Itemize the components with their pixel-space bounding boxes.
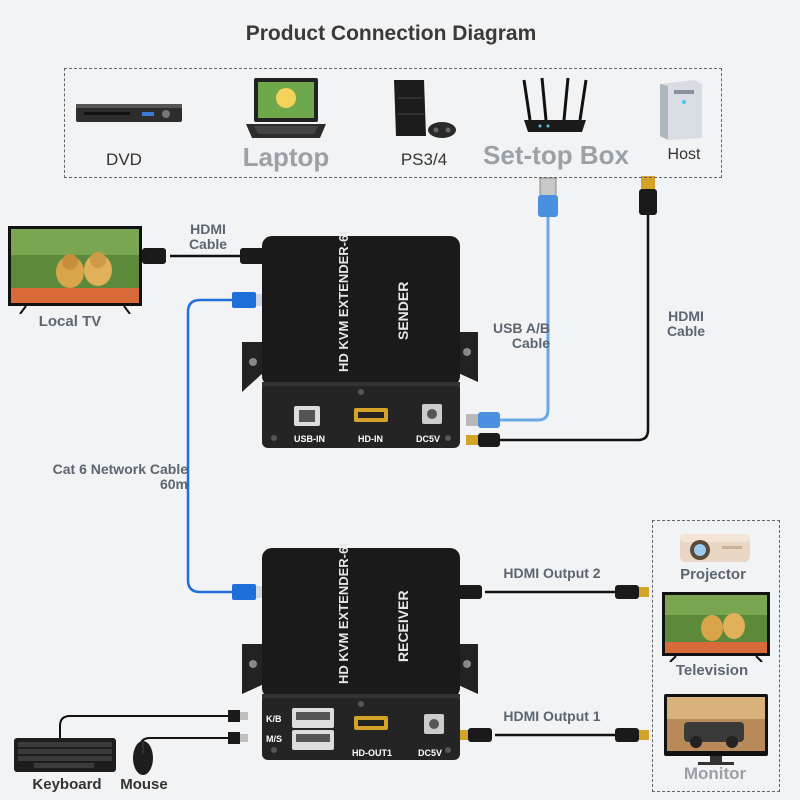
output-label-projector: Projector	[680, 566, 746, 583]
sender-unit: HD KVM EXTENDER-60M SENDER USB-IN HD-IN …	[242, 232, 478, 448]
peripheral-label-keyboard: Keyboard	[32, 776, 102, 793]
local-tv-label: Local TV	[38, 313, 102, 330]
keyboard-cable	[59, 715, 235, 740]
sender-port-hd-in: HD-IN	[358, 434, 383, 444]
router-icon	[522, 77, 588, 132]
hdmi-output1-label: HDMI Output 1	[503, 708, 601, 724]
receiver-unit: HD KVM EXTENDER-60M RECEIVER K/B M/S HD-…	[242, 544, 478, 760]
receiver-port-hd-out1: HD-OUT1	[352, 748, 392, 758]
cat6-cable	[186, 298, 240, 594]
hdmi-output2-label: HDMI Output 2	[503, 565, 601, 581]
usb-ab-cable-label: USB A/B Cable	[492, 320, 550, 351]
mouse-cable	[139, 737, 235, 749]
monitor-icon	[664, 694, 768, 765]
rj45-plug-bottom-icon	[232, 584, 266, 600]
hdmi-plug-sender-icon	[466, 433, 500, 447]
sender-port-usb-in: USB-IN	[294, 434, 325, 444]
receiver-port-ms: M/S	[266, 734, 282, 744]
source-label-host: Host	[667, 146, 701, 163]
usb-plug-kb-icon	[228, 710, 248, 722]
hdmi-plug-host-icon	[639, 176, 657, 215]
tv-icon	[8, 226, 142, 314]
sender-model-text: HD KVM EXTENDER-60M	[336, 232, 351, 372]
output-label-monitor: Monitor	[683, 764, 747, 783]
mouse-icon	[133, 741, 153, 775]
source-label-laptop: Laptop	[242, 142, 330, 172]
game-console-icon	[394, 80, 456, 138]
laptop-icon	[246, 78, 326, 138]
source-label-dvd: DVD	[106, 150, 142, 169]
source-label-ps: PS3/4	[400, 150, 448, 169]
desktop-tower-icon	[660, 80, 702, 140]
receiver-model-text: HD KVM EXTENDER-60M	[336, 544, 351, 684]
sender-role-text: SENDER	[395, 282, 411, 340]
rj45-plug-top-icon	[232, 292, 266, 308]
hdmi-host-cable	[495, 210, 650, 442]
usb-cable	[495, 215, 550, 422]
dvd-player-icon	[76, 104, 182, 122]
cat6-cable-label: Cat 6 Network Cable 60m	[52, 461, 188, 492]
output-devices-box	[652, 520, 780, 792]
receiver-port-kb: K/B	[266, 714, 282, 724]
hdmi-cable-host-label: HDMI Cable	[666, 308, 706, 339]
output-label-television: Television	[675, 662, 749, 679]
hdmi-plug-output1-icon	[458, 728, 649, 742]
receiver-role-text: RECEIVER	[395, 590, 411, 662]
receiver-port-dc5v: DC5V	[418, 748, 442, 758]
usb-b-plug-icon	[466, 412, 500, 428]
tv-icon-output	[662, 592, 770, 662]
usb-plug-mouse-icon	[228, 732, 248, 744]
source-label-settop: Set-top Box	[483, 140, 629, 170]
hdmi-cable-tv-label: HDMI Cable	[188, 221, 228, 252]
peripheral-label-mouse: Mouse	[120, 776, 168, 793]
page-title: Product Connection Diagram	[245, 22, 537, 45]
projector-icon	[680, 534, 750, 562]
sender-port-dc5v: DC5V	[416, 434, 440, 444]
usb-a-plug-icon	[538, 177, 558, 217]
keyboard-icon	[14, 738, 116, 772]
source-devices-box	[64, 68, 722, 178]
